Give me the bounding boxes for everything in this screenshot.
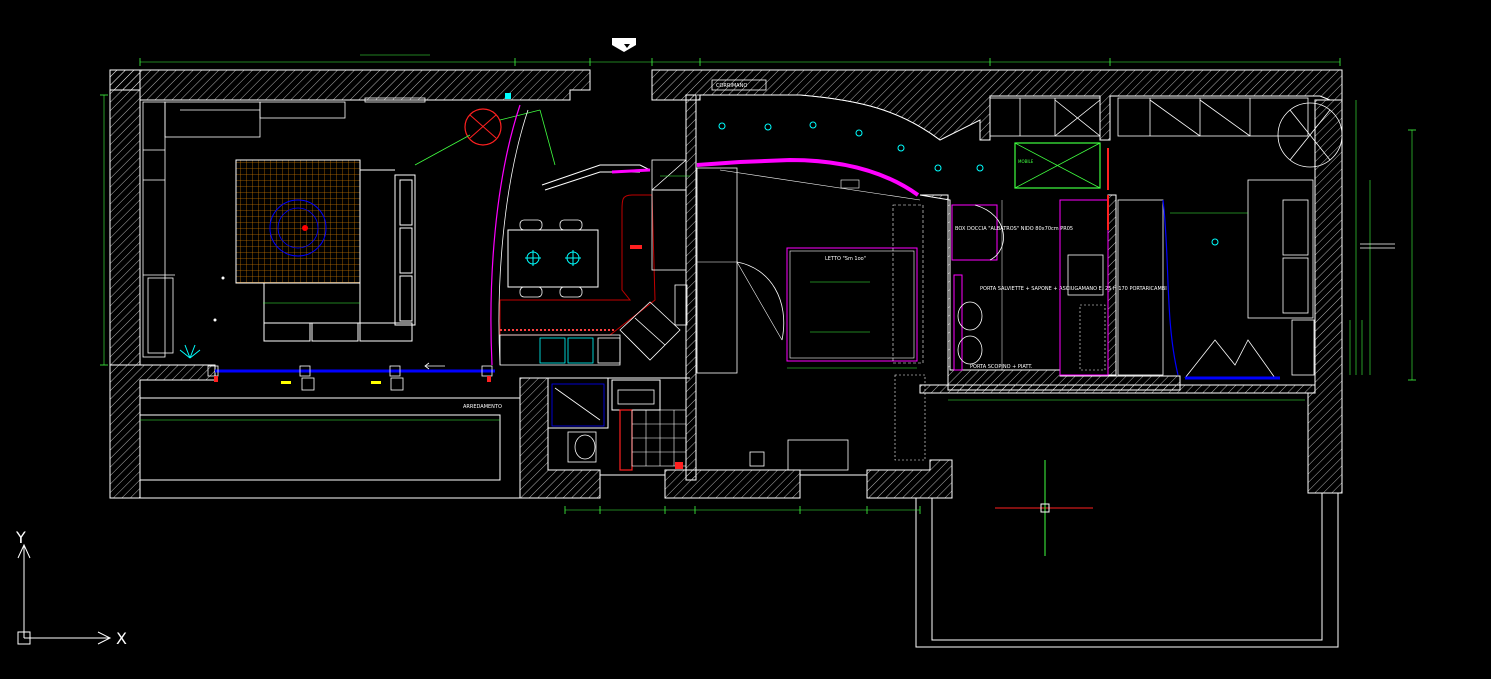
small-box-label: MOBILE [1018, 159, 1034, 164]
bed-label: LETTO "Sm 1oo" [825, 256, 866, 262]
north-arrow-icon [612, 38, 636, 52]
ucs-y-label: Y [15, 528, 26, 547]
light-fixture-icon [525, 250, 581, 266]
ceiling-light-icon [718, 121, 1219, 246]
shower-box-label: BOX DOCCIA "ALBATROS" NIDO 80x70cm PR05 [955, 226, 1073, 232]
shower-note: PORTA SALVIETTE + SAPONE + ASCIUGAMANO E… [980, 286, 1167, 292]
ucs-icon [17, 543, 112, 645]
main-bathroom: BOX DOCCIA "ALBATROS" NIDO 80x70cm PR05 … [951, 148, 1167, 376]
building-outline [110, 377, 1339, 648]
living-label: ARREDAMENTO [463, 404, 502, 410]
plant-icon [179, 344, 201, 359]
kitchen-dining [499, 159, 688, 366]
crosshair-cursor [995, 460, 1093, 556]
bedroom: LETTO "Sm 1oo" [696, 79, 1219, 471]
window-strip [207, 362, 495, 391]
dimension-lines [103, 54, 1413, 511]
small-bathroom [547, 377, 687, 471]
small-box [1014, 142, 1101, 189]
top-label: CORRIMANO [716, 83, 747, 89]
dimension-ticks [100, 58, 1416, 514]
bath-note: PORTA SCOPINO + PIATT. [970, 364, 1033, 370]
right-bedroom [1117, 179, 1315, 380]
ucs-x-label: X [116, 629, 127, 648]
top-cabinets [989, 97, 1343, 168]
living-room [142, 93, 556, 366]
outer-walls [109, 69, 1343, 499]
